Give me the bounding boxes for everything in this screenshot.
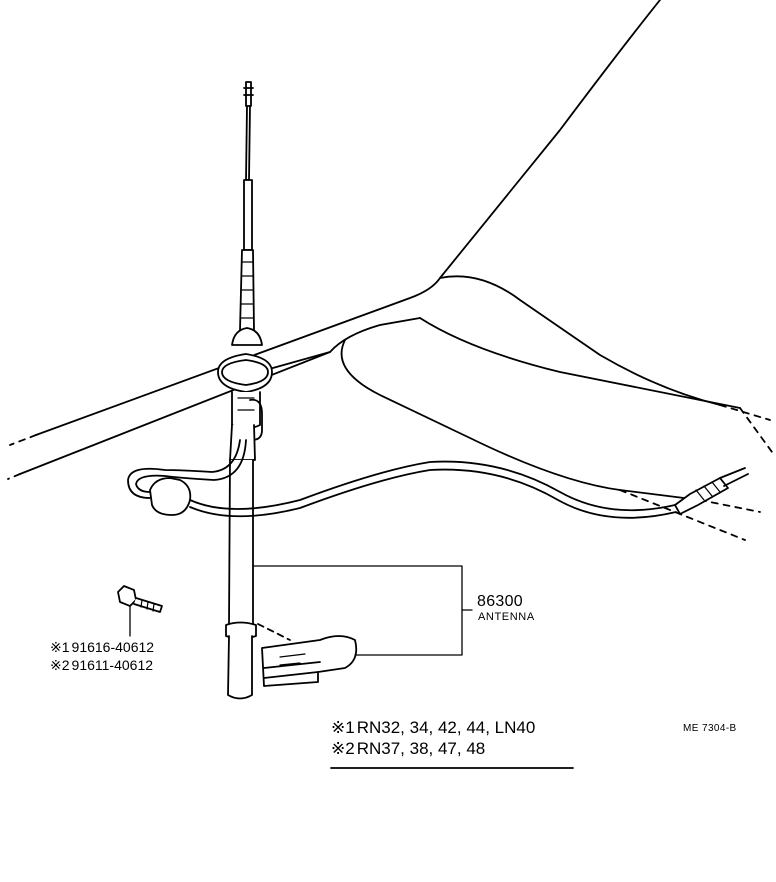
model-mark-1: ※1 <box>331 718 355 737</box>
antenna-bracket <box>257 623 358 687</box>
model-list-2: RN37, 38, 47, 48 <box>356 739 486 758</box>
bolt-mark-2: ※2 <box>50 657 70 673</box>
bolt-part-number-1: 91616-40612 <box>71 639 155 655</box>
callout-lines <box>253 565 473 656</box>
bolt-mark-1: ※1 <box>50 639 70 655</box>
bolt-part-number-2: 91611-40612 <box>71 657 154 673</box>
bolt <box>117 585 163 637</box>
antenna-cable <box>127 439 749 519</box>
model-list-1: RN32, 34, 42, 44, LN40 <box>356 718 536 737</box>
vehicle-body-outline <box>7 0 773 541</box>
diagram-code: ME 7304-B <box>683 723 737 734</box>
part-number: 86300 <box>477 593 523 610</box>
antenna-mast <box>217 81 273 700</box>
model-mark-2: ※2 <box>331 739 355 758</box>
part-name: ANTENNA <box>478 611 535 623</box>
